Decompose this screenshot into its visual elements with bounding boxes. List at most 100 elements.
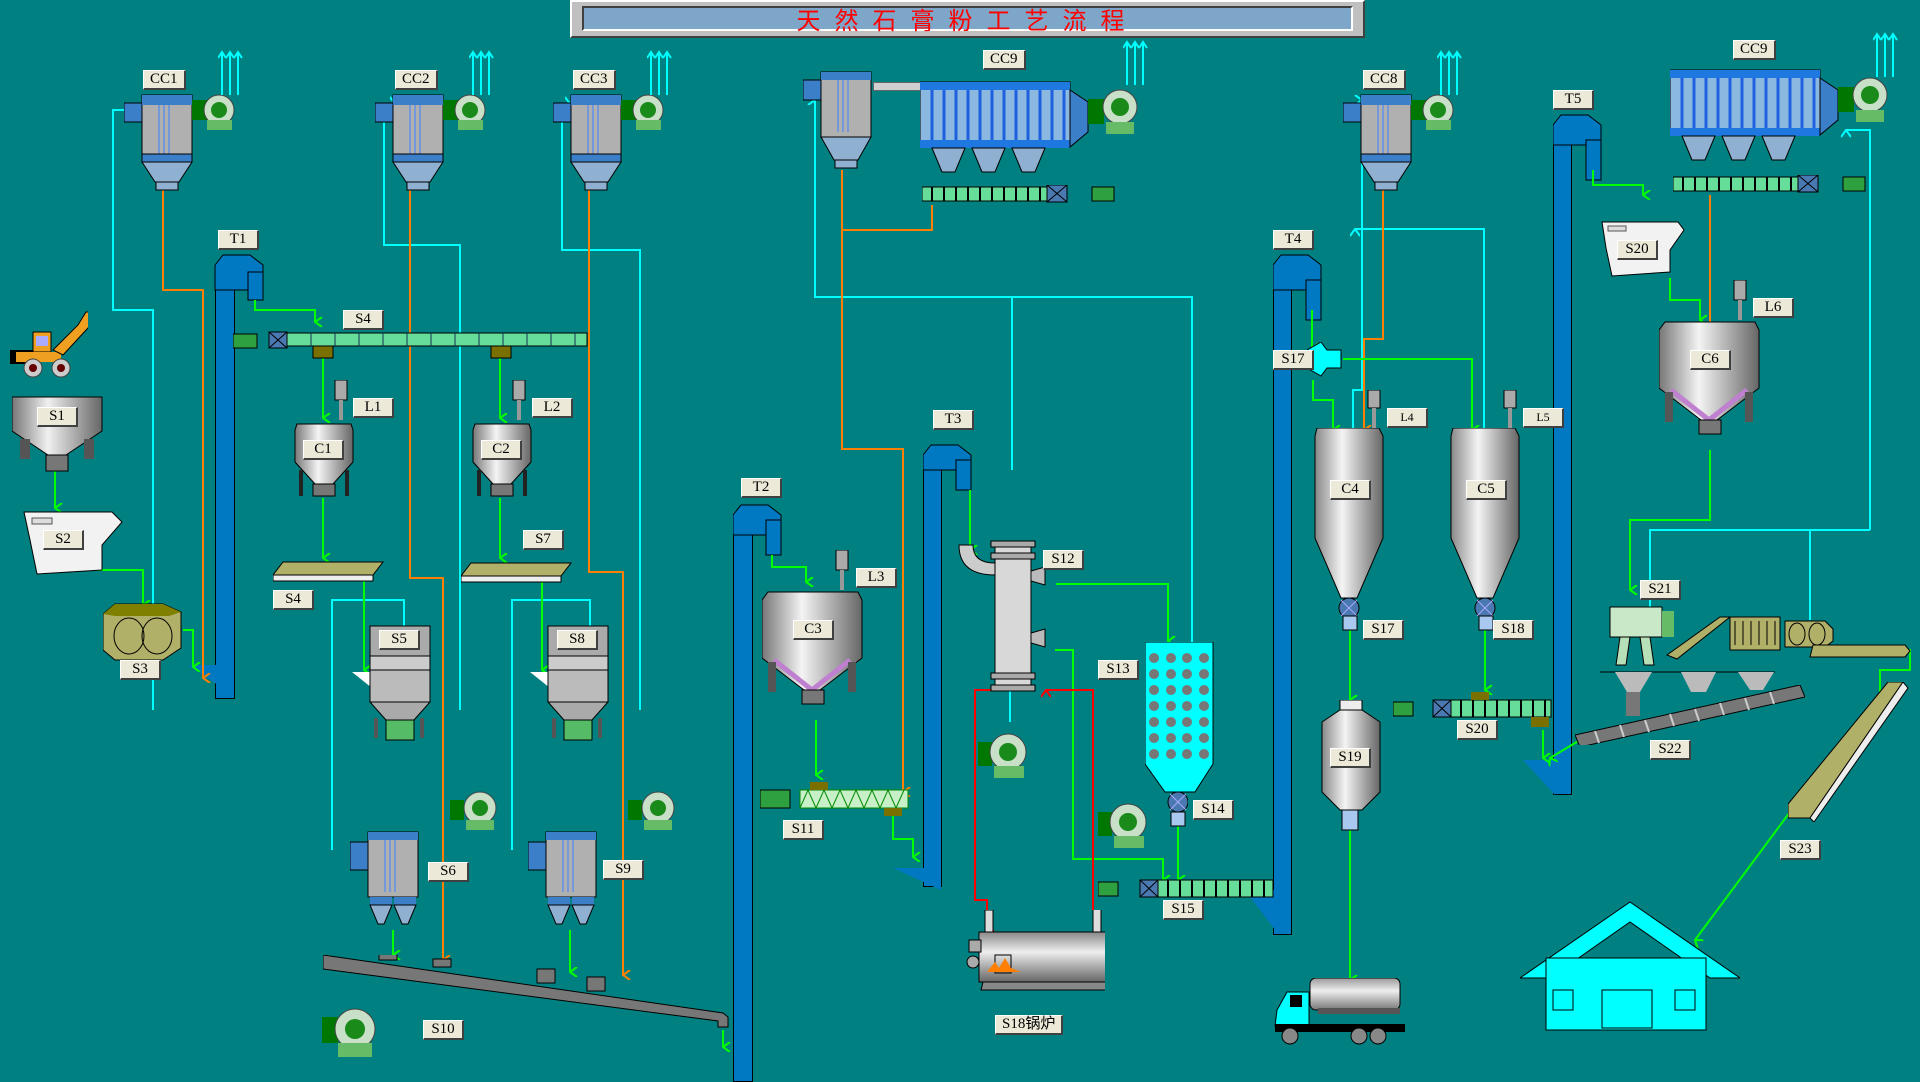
label-s9: S9 — [603, 860, 644, 880]
bag-filter-s6[interactable] — [349, 830, 420, 945]
label-t3: T3 — [933, 410, 974, 430]
dust-collector-cc3[interactable] — [552, 90, 673, 205]
level-sensor-l2-icon — [512, 379, 526, 427]
silo-c1[interactable] — [293, 420, 358, 507]
dust-collector-cc1[interactable] — [123, 90, 244, 205]
label-s4-belt: S4 — [273, 590, 314, 610]
label-s2: S2 — [43, 530, 84, 550]
screw-conveyor-cc9-mid[interactable] — [921, 184, 1117, 210]
silo-c6[interactable] — [1658, 320, 1764, 455]
label-s19: S19 — [1330, 748, 1371, 768]
bag-filter-cc9-right[interactable] — [1669, 60, 1890, 185]
silo-c5[interactable] — [1449, 427, 1521, 643]
exhaust-arrows-cc3-icon — [646, 50, 672, 100]
hot-oil-lines — [974, 689, 1094, 935]
tanker-truck[interactable] — [1273, 977, 1408, 1058]
fan-s10[interactable] — [322, 1005, 382, 1065]
boiler-s18[interactable] — [965, 889, 1116, 1015]
label-s13: S13 — [1098, 660, 1139, 680]
title-panel: 天然石膏粉工艺流程 — [582, 6, 1353, 35]
label-s22: S22 — [1650, 740, 1691, 760]
label-c1: C1 — [303, 440, 344, 460]
label-l6: L6 — [1753, 298, 1794, 318]
elevator-head-t1 — [214, 250, 265, 305]
belt-feeder-s4[interactable] — [271, 560, 385, 589]
fan-s12[interactable] — [978, 730, 1033, 785]
cyclone-collector-mid[interactable] — [802, 70, 873, 180]
fan-s6[interactable] — [450, 790, 500, 835]
label-cc2: CC2 — [395, 70, 438, 90]
bucket-elevator-t1[interactable] — [215, 267, 235, 699]
label-cc9-mid: CC9 — [983, 50, 1026, 70]
label-c6: C6 — [1690, 350, 1731, 370]
exhaust-arrows-cc9-right-icon — [1872, 32, 1898, 82]
warehouse[interactable] — [1518, 900, 1742, 1045]
label-c3: C3 — [793, 620, 834, 640]
label-s11: S11 — [783, 820, 824, 840]
label-c2: C2 — [481, 440, 522, 460]
rotary-valve-s14[interactable] — [1158, 790, 1189, 835]
label-cc3: CC3 — [573, 70, 616, 90]
air-line-s21 — [1649, 529, 1870, 620]
silo-c3[interactable] — [761, 590, 867, 725]
inclined-belt-s23[interactable] — [1787, 681, 1913, 827]
label-s15: S15 — [1163, 900, 1204, 920]
silo-c2[interactable] — [471, 420, 536, 507]
silo-s19[interactable] — [1320, 699, 1382, 840]
label-s1: S1 — [37, 407, 78, 427]
bucket-elevator-t3[interactable] — [923, 455, 942, 887]
elevator-boot-t1 — [188, 665, 233, 700]
label-t5: T5 — [1553, 90, 1594, 110]
screw-conveyor-s10[interactable] — [322, 951, 733, 1060]
label-s3: S3 — [120, 660, 161, 680]
exhaust-arrows-cc8-icon — [1436, 50, 1462, 100]
elevator-head-t3 — [922, 440, 973, 500]
bag-filter-cc9-mid[interactable] — [919, 72, 1140, 197]
wheel-loader-icon — [8, 310, 97, 395]
screw-conveyor-cc9-right[interactable] — [1672, 174, 1868, 200]
label-s18-valve: S18 — [1493, 620, 1534, 640]
bucket-elevator-t2[interactable] — [733, 517, 753, 1082]
label-l3: L3 — [856, 568, 897, 588]
exhaust-arrows-cc1-icon — [217, 50, 243, 100]
dust-collector-cc8[interactable] — [1342, 90, 1463, 205]
level-sensor-l6-icon — [1733, 279, 1747, 327]
label-s18-boiler: S18锅炉 — [995, 1015, 1064, 1035]
label-s5: S5 — [379, 630, 420, 650]
label-cc8: CC8 — [1363, 70, 1406, 90]
label-s4-screw: S4 — [343, 310, 384, 330]
screw-conveyor-s15[interactable] — [1097, 878, 1278, 905]
hoppers-s22[interactable] — [1600, 670, 1800, 735]
fan-s9[interactable] — [628, 790, 678, 835]
screw-conveyor-s11[interactable] — [759, 782, 910, 827]
hopper-s1[interactable] — [11, 391, 104, 481]
label-cc1: CC1 — [143, 70, 186, 90]
label-c4: C4 — [1330, 480, 1371, 500]
screw-conveyor-s4[interactable] — [232, 328, 593, 365]
bucket-elevator-t4[interactable] — [1273, 285, 1292, 935]
elevator-head-t2 — [732, 500, 783, 565]
label-t2: T2 — [741, 478, 782, 498]
page-title: 天然石膏粉工艺流程 — [796, 7, 1139, 35]
label-l2: L2 — [532, 398, 573, 418]
cooler-s13[interactable] — [1144, 641, 1215, 799]
label-l4: L4 — [1387, 408, 1428, 428]
dust-collector-cc2[interactable] — [374, 90, 495, 205]
label-s10: S10 — [423, 1020, 464, 1040]
label-l5: L5 — [1523, 408, 1564, 428]
belt-feeder-s7[interactable] — [459, 561, 573, 590]
fan-s14[interactable] — [1098, 800, 1153, 855]
label-t4: T4 — [1273, 230, 1314, 250]
bag-filter-s9[interactable] — [527, 830, 598, 945]
elevator-head-t4 — [1272, 250, 1323, 330]
heat-exchanger-s12[interactable] — [955, 535, 1055, 710]
silo-c4[interactable] — [1313, 427, 1385, 643]
level-sensor-l4-icon — [1367, 389, 1381, 435]
label-l1: L1 — [353, 398, 394, 418]
roller-crusher-s3[interactable] — [102, 600, 183, 667]
label-s23: S23 — [1780, 840, 1821, 860]
label-c5: C5 — [1466, 480, 1507, 500]
screw-conveyor-s20[interactable] — [1392, 692, 1558, 742]
label-t1: T1 — [218, 230, 259, 250]
belt-conveyors-s21[interactable] — [1665, 615, 1915, 670]
